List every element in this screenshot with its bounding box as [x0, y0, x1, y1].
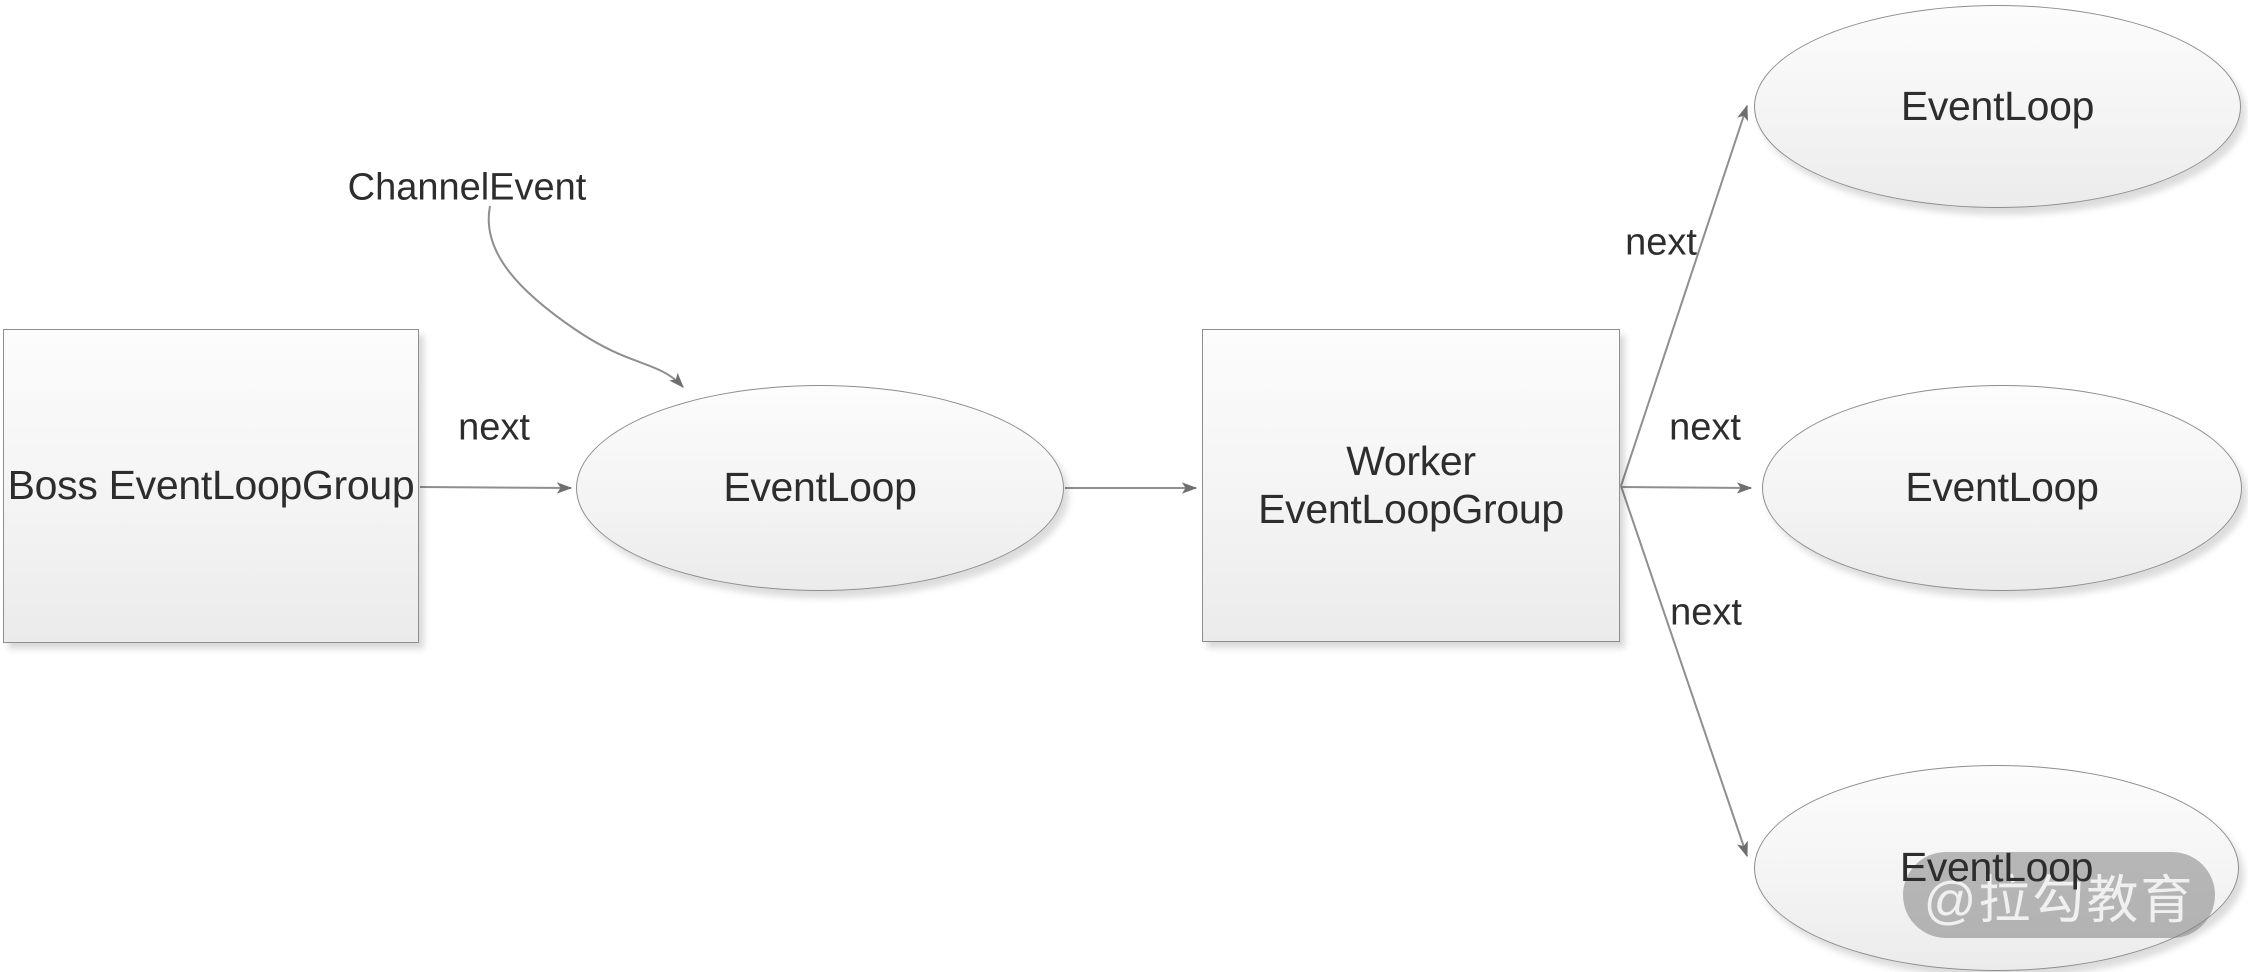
- node-label: EventLoop: [1905, 464, 2099, 511]
- node-eventloop-top: EventLoop: [1754, 5, 2241, 208]
- node-eventloop-middle: EventLoop: [1762, 385, 2242, 591]
- edge-worker-to-eventloop-middle: [1620, 482, 1753, 494]
- node-label: EventLoop: [1899, 844, 2094, 891]
- edge-label-next-bottom: next: [1670, 591, 1742, 634]
- edge-channelevent-curve: [487, 205, 684, 388]
- channel-event-label: ChannelEvent: [347, 166, 587, 209]
- edge-boss-to-eventloop: [419, 482, 573, 494]
- node-boss-eventloopgroup: Boss EventLoopGroup: [3, 329, 419, 643]
- node-label: Worker EventLoopGroup: [1258, 438, 1564, 532]
- edge-worker-to-eventloop-bottom: [1620, 485, 1748, 858]
- edge-label-next-boss: next: [458, 406, 530, 449]
- node-label: EventLoop: [723, 464, 917, 511]
- node-label-line2: EventLoopGroup: [1258, 485, 1564, 532]
- edge-label-next-middle: next: [1669, 406, 1741, 449]
- node-worker-eventloopgroup: Worker EventLoopGroup: [1202, 329, 1620, 642]
- watermark-badge: @拉勾教育: [1903, 852, 2215, 938]
- watermark-text: @拉勾教育: [1923, 871, 2195, 930]
- edge-worker-to-eventloop-top: [1620, 104, 1748, 487]
- edge-label-next-top: next: [1625, 221, 1697, 264]
- node-label-line1: Worker: [1346, 438, 1476, 485]
- node-eventloop-main: EventLoop: [576, 385, 1064, 591]
- node-label: Boss EventLoopGroup: [7, 462, 415, 509]
- node-label: EventLoop: [1900, 82, 2095, 129]
